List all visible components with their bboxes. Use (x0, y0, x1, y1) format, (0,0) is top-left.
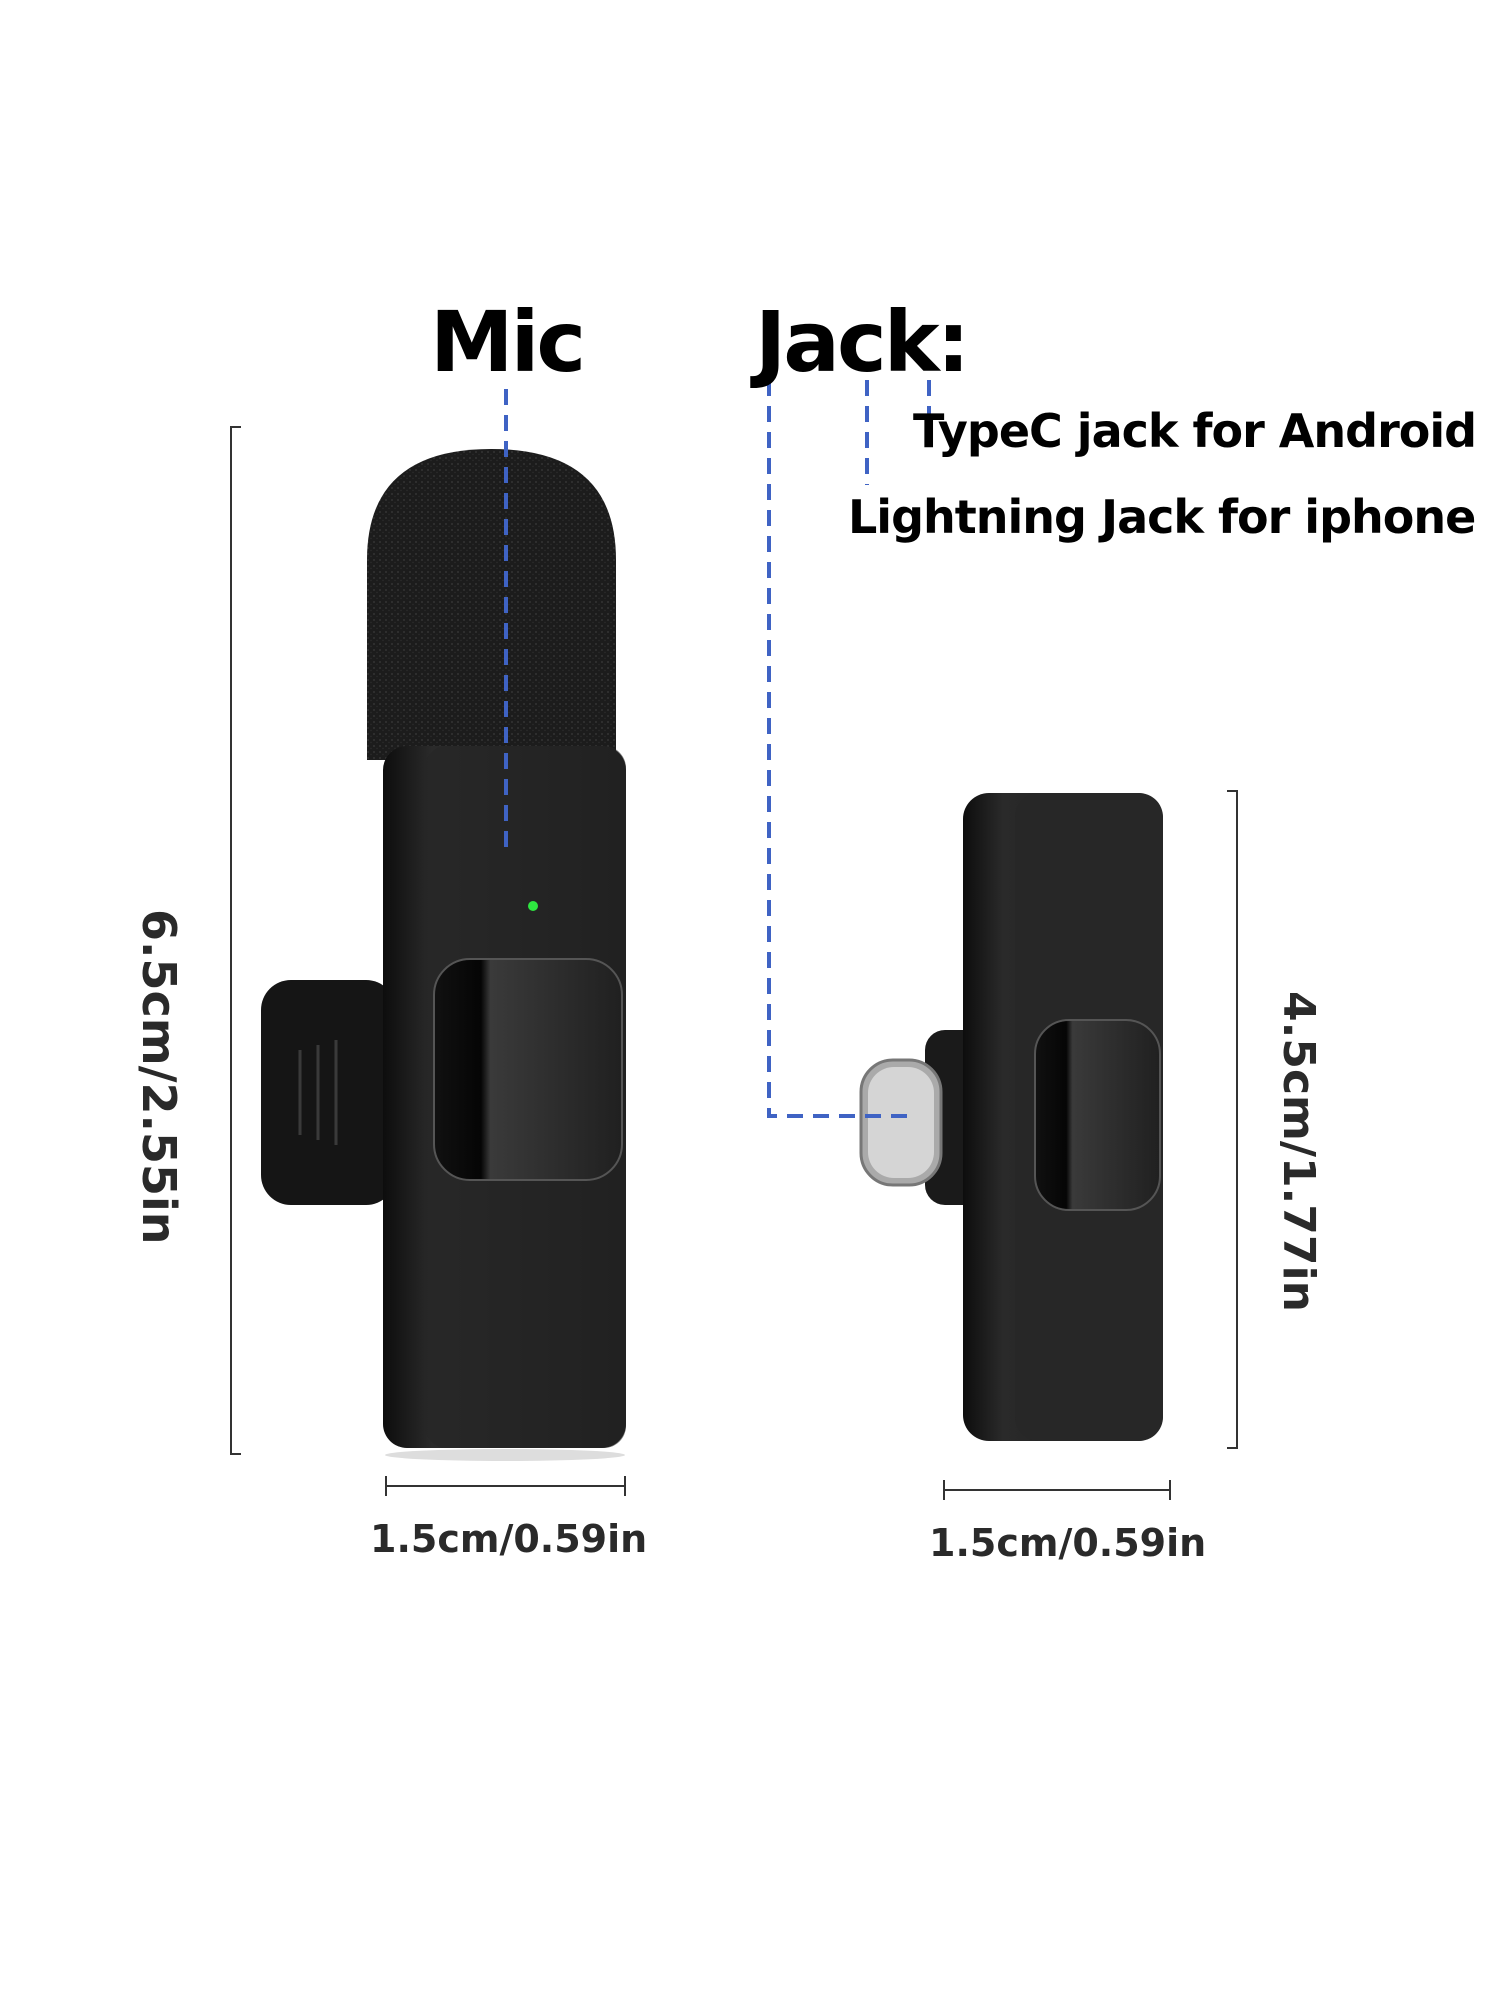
mic-label: Mic (430, 293, 586, 391)
led-indicator (528, 901, 538, 911)
jack-label: Jack: (755, 293, 970, 391)
lightning-label: Lightning Jack for iphone (848, 490, 1476, 544)
mic-height-label: 6.5cm/2.55in (132, 909, 186, 1245)
foam-windscreen (367, 449, 616, 760)
receiver-width-label: 1.5cm/0.59in (929, 1521, 1207, 1565)
receiver-height-label: 4.5cm/1.77in (1273, 991, 1324, 1312)
mic-width-label: 1.5cm/0.59in (370, 1517, 648, 1561)
mic-button (433, 958, 623, 1181)
receiver (859, 793, 1163, 1441)
guide-lines (504, 380, 931, 1118)
clip (261, 980, 396, 1205)
receiver-button (1034, 1019, 1161, 1211)
microphone-transmitter (261, 449, 626, 1461)
dimension-brackets (230, 426, 1238, 1500)
typec-label: TypeC jack for Android (913, 404, 1477, 458)
